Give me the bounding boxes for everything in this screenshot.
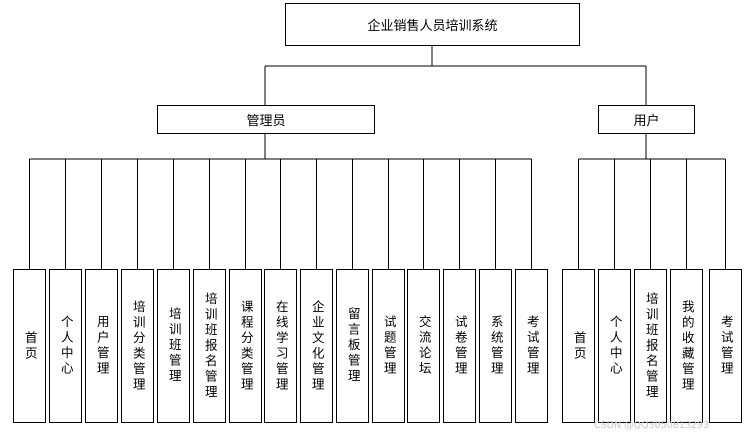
admin-leaf-2: 用户管理	[85, 269, 118, 423]
user-leaf-3: 我的收藏管理	[670, 269, 703, 423]
admin-leaf-label: 试卷管理	[452, 315, 468, 377]
admin-leaf-label: 企业文化管理	[309, 299, 325, 393]
root-node: 企业销售人员培训系统	[285, 3, 580, 46]
admin-leaf-label: 首页	[22, 330, 38, 362]
admin-leaf-label: 培训班报名管理	[202, 291, 218, 401]
admin-leaf-label: 培训分类管理	[130, 299, 146, 393]
admin-leaf-label: 试题管理	[381, 315, 397, 377]
admin-leaf-7: 在线学习管理	[264, 269, 297, 423]
admin-leaf-label: 系统管理	[488, 315, 504, 377]
admin-leaf-14: 考试管理	[515, 269, 548, 423]
admin-leaf-10: 试题管理	[372, 269, 405, 423]
user-node: 用户	[598, 105, 695, 134]
user-leaf-label: 首页	[571, 330, 587, 362]
admin-leaf-9: 留言板管理	[336, 269, 369, 423]
admin-label: 管理员	[246, 114, 286, 129]
root-label: 企业销售人员培训系统	[367, 19, 498, 34]
admin-leaf-6: 课程分类管理	[229, 269, 262, 423]
user-leaf-label: 培训班报名管理	[643, 291, 659, 401]
user-leaf-label: 我的收藏管理	[679, 299, 695, 393]
watermark-text: CSDN @QQ3050813293	[594, 420, 710, 431]
admin-leaf-1: 个人中心	[49, 269, 82, 423]
admin-leaf-label: 在线学习管理	[273, 299, 289, 393]
user-leaf-1: 个人中心	[598, 269, 631, 423]
admin-node: 管理员	[157, 105, 375, 134]
admin-leaf-4: 培训班管理	[157, 269, 190, 423]
user-leaf-label: 个人中心	[607, 315, 623, 377]
admin-leaf-0: 首页	[13, 269, 46, 423]
admin-leaf-5: 培训班报名管理	[193, 269, 226, 423]
admin-leaf-label: 交流论坛	[416, 315, 432, 377]
admin-leaf-label: 课程分类管理	[238, 299, 254, 393]
user-leaf-0: 首页	[562, 269, 595, 423]
admin-leaf-label: 留言板管理	[345, 307, 361, 385]
user-leaf-2: 培训班报名管理	[634, 269, 667, 423]
user-leaf-4: 考试管理	[709, 269, 742, 423]
admin-leaf-label: 用户管理	[94, 315, 110, 377]
admin-leaf-label: 培训班管理	[166, 307, 182, 385]
admin-leaf-label: 个人中心	[58, 315, 74, 377]
user-leaf-label: 考试管理	[718, 315, 734, 377]
admin-leaf-11: 交流论坛	[407, 269, 440, 423]
admin-leaf-8: 企业文化管理	[300, 269, 333, 423]
admin-leaf-3: 培训分类管理	[121, 269, 154, 423]
admin-leaf-label: 考试管理	[524, 315, 540, 377]
user-label: 用户	[633, 114, 660, 129]
admin-leaf-12: 试卷管理	[443, 269, 476, 423]
admin-leaf-13: 系统管理	[479, 269, 512, 423]
